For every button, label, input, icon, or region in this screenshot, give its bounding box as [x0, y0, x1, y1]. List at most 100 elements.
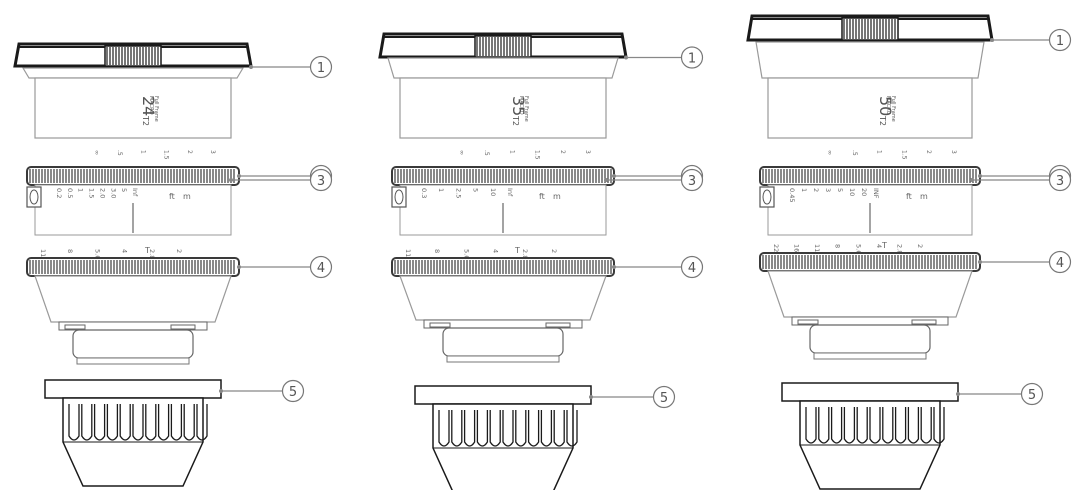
focus-scale-label: 3 — [209, 150, 216, 154]
distance-mark: 1 — [437, 188, 445, 192]
rear-cap-grip — [907, 407, 920, 444]
rear-cap-grip — [894, 407, 907, 444]
tstop-mark: 11 — [813, 244, 821, 252]
rear-element-base — [813, 352, 927, 360]
callout-3-number: 3 — [317, 174, 325, 189]
callout-3-dot — [604, 178, 608, 182]
callout-5-number: 5 — [660, 391, 668, 406]
distance-mark: 1 — [800, 188, 808, 192]
focus-scale-mark: 1.5 — [163, 150, 170, 160]
tstop-mark-label: 5.6 — [93, 249, 101, 259]
front-cap-grip — [104, 45, 162, 67]
distance-mark: 10 — [489, 188, 497, 196]
tag-line-2: MACRO — [518, 96, 524, 115]
rear-cap-grip — [920, 407, 932, 444]
callout-3-number: 3 — [1056, 174, 1064, 189]
callout-3-circle — [1048, 168, 1072, 192]
callout-5-dot — [589, 395, 593, 399]
distance-mark-label: 0.5 — [66, 188, 74, 198]
focus-scale-mark: 1.5 — [900, 150, 907, 160]
rear-cap-grip — [566, 410, 578, 447]
callout-5-dot — [219, 389, 223, 393]
distance-mark-label: 5 — [120, 188, 128, 192]
rear-cap-grip — [502, 410, 514, 447]
distance-mark: 10 — [848, 188, 856, 196]
tag-line-1: Full Frame — [890, 96, 896, 122]
distance-mark: 2 — [812, 188, 820, 192]
mount-tab-right — [545, 322, 571, 328]
focus-scale-mark: ∞ — [93, 150, 100, 155]
mount-tab-right — [170, 324, 196, 330]
mount-tab-right — [911, 319, 937, 325]
distance-mark-label: 0.2 — [55, 188, 63, 198]
mount-tab-left — [429, 322, 451, 328]
callout-1-number: 1 — [1056, 34, 1064, 49]
rear-body — [399, 275, 607, 321]
rear-cap-grip — [451, 410, 463, 447]
focus-scale-label: ∞ — [458, 150, 465, 155]
distance-mark: 2.0 — [98, 188, 106, 198]
callout-1-circle — [680, 46, 704, 69]
callout-3-dot — [229, 178, 233, 182]
distance-mark-label: 0.45 — [788, 188, 796, 202]
rear-cap-rim — [781, 382, 959, 402]
distance-mark-label: 20 — [860, 188, 868, 196]
callout-1-number: 1 — [317, 61, 325, 76]
focus-scale-mark: ∞ — [458, 150, 465, 155]
tag-line-1: Full Frame — [153, 96, 159, 122]
rear-cap-grip — [553, 410, 565, 447]
tstop-mark-label: 11 — [39, 249, 47, 257]
distance-mark: 0.45 — [788, 188, 796, 202]
tag-line-2: MACRO — [885, 96, 891, 115]
callout-2-dot — [978, 174, 982, 178]
focus-scale-label: 2 — [186, 150, 193, 154]
front-cap-grip — [474, 35, 532, 58]
distance-mark-label: 3.0 — [109, 188, 117, 198]
rear-cap-rim — [414, 385, 592, 405]
tstop-mark: 16 — [793, 244, 801, 252]
rear-cap-grip — [540, 410, 553, 447]
rear-cap-grip — [157, 404, 170, 441]
rear-cap-grip — [805, 407, 817, 444]
callout-3-dot — [970, 178, 974, 182]
distance-mark-label: 1 — [437, 188, 445, 192]
focus-scale-label: 2 — [925, 150, 932, 154]
focus-scale-mark: 2 — [925, 150, 932, 154]
callout-1-number: 1 — [688, 52, 696, 67]
callout-4-number: 4 — [317, 261, 325, 276]
callout-4-dot — [978, 260, 982, 264]
unit-m: m — [183, 192, 191, 201]
rear-cap-grip — [882, 407, 894, 444]
callout-5-dot — [956, 392, 960, 396]
focus-scale-label: 1 — [876, 150, 883, 154]
tstop-mark: 2.8 — [521, 249, 529, 259]
t-label: T — [514, 246, 520, 255]
focus-scale-mark: ∞ — [826, 150, 833, 155]
tstop-mark-label: 5.6 — [462, 249, 470, 259]
t-label: T — [144, 246, 150, 255]
focus-scale-label: 1.5 — [900, 150, 907, 160]
distance-mark-label: 5 — [836, 188, 844, 192]
tstop-mark-label: 4 — [121, 249, 129, 253]
distance-mark-label: 1 — [77, 188, 85, 192]
front-body — [755, 41, 985, 79]
rear-element — [72, 329, 194, 359]
callout-2-dot — [237, 174, 241, 178]
distance-mark: 0.3 — [420, 188, 428, 198]
tstop-mark-label: 2 — [916, 244, 924, 248]
tstop-mark-label: 2.8 — [895, 244, 903, 254]
distance-mark: 1 — [77, 188, 85, 192]
distance-mark: 0.2 — [55, 188, 63, 198]
rear-cap-grip — [843, 407, 856, 444]
focus-scale-mark: 1.5 — [534, 150, 541, 160]
callout-1-dot — [249, 65, 253, 69]
rear-body — [767, 270, 973, 318]
focus-scale-label: 3 — [950, 150, 957, 154]
focus-scale-label: .5 — [483, 150, 490, 156]
tstop-mark: 5.6 — [462, 249, 470, 259]
